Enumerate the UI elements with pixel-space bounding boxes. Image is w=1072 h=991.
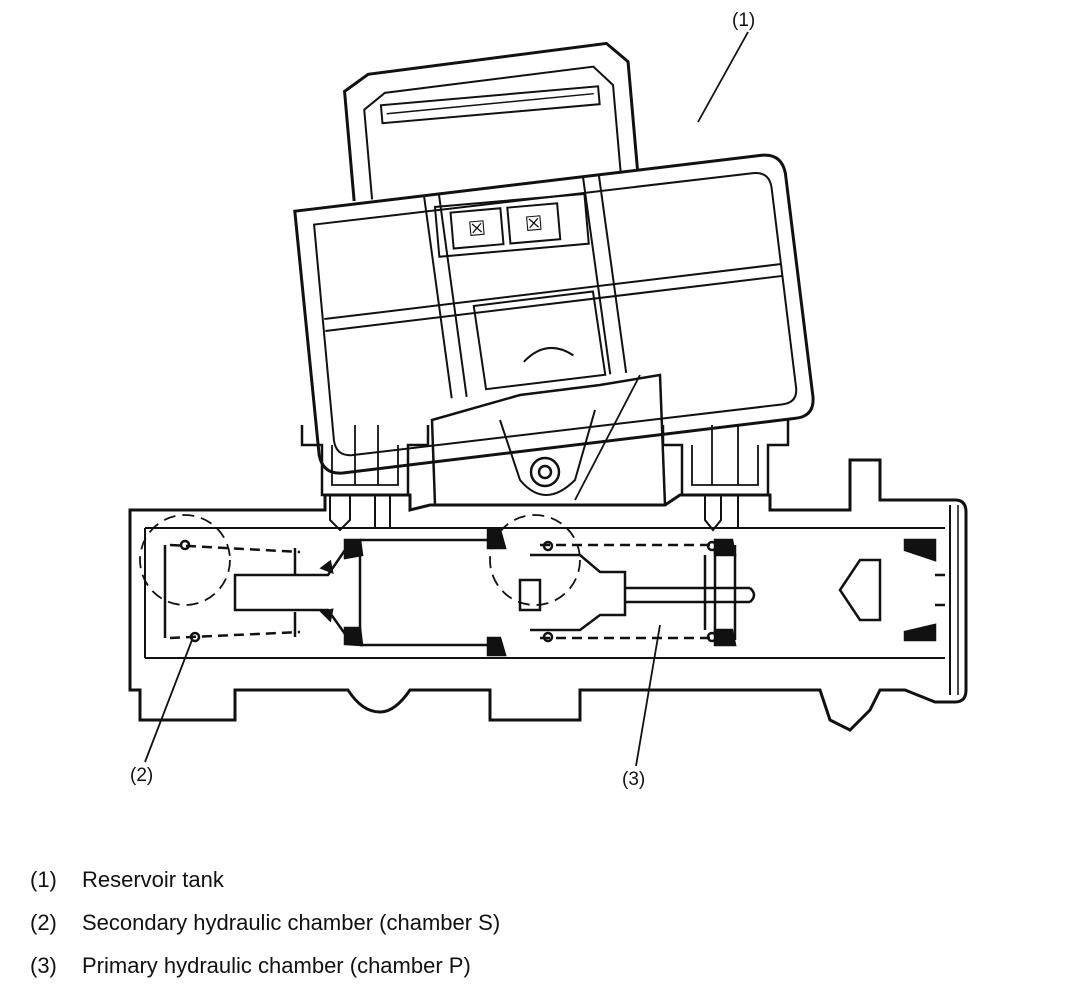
cylinder-body: [128, 458, 968, 732]
legend-text: Secondary hydraulic chamber (chamber S): [82, 910, 501, 935]
cylinder-end: [838, 538, 945, 642]
legend-item-reservoir-tank: (1) Reservoir tank: [30, 862, 1030, 905]
legend-number: (1): [30, 867, 57, 892]
callouts: (1) (2) (3): [130, 10, 755, 790]
master-cylinder-diagram: ☒ ☒: [128, 10, 968, 790]
leader-line-1: [697, 31, 749, 123]
legend-number: (2): [30, 910, 57, 935]
callout-3: (3): [622, 769, 645, 790]
callout-1: (1): [732, 10, 755, 31]
legend-item-primary-chamber: (3) Primary hydraulic chamber (chamber P): [30, 948, 1030, 991]
svg-text:☒: ☒: [467, 218, 487, 241]
callout-2: (2): [130, 765, 153, 786]
legend-text: Reservoir tank: [82, 867, 224, 892]
svg-text:☒: ☒: [524, 213, 544, 236]
primary-piston-assembly: [486, 514, 756, 657]
reservoir-ports: [300, 373, 790, 507]
leader-line-3: [635, 624, 661, 767]
legend-text: Primary hydraulic chamber (chamber P): [82, 953, 471, 978]
legend-item-secondary-chamber: (2) Secondary hydraulic chamber (chamber …: [30, 905, 1030, 948]
reservoir-tank: ☒ ☒: [293, 41, 815, 475]
leader-line-2: [144, 639, 193, 763]
legend-number: (3): [30, 953, 57, 978]
secondary-piston-assembly: [139, 514, 500, 647]
legend: (1) Reservoir tank (2) Secondary hydraulic…: [30, 862, 1030, 991]
fluid-ports: [329, 495, 739, 532]
